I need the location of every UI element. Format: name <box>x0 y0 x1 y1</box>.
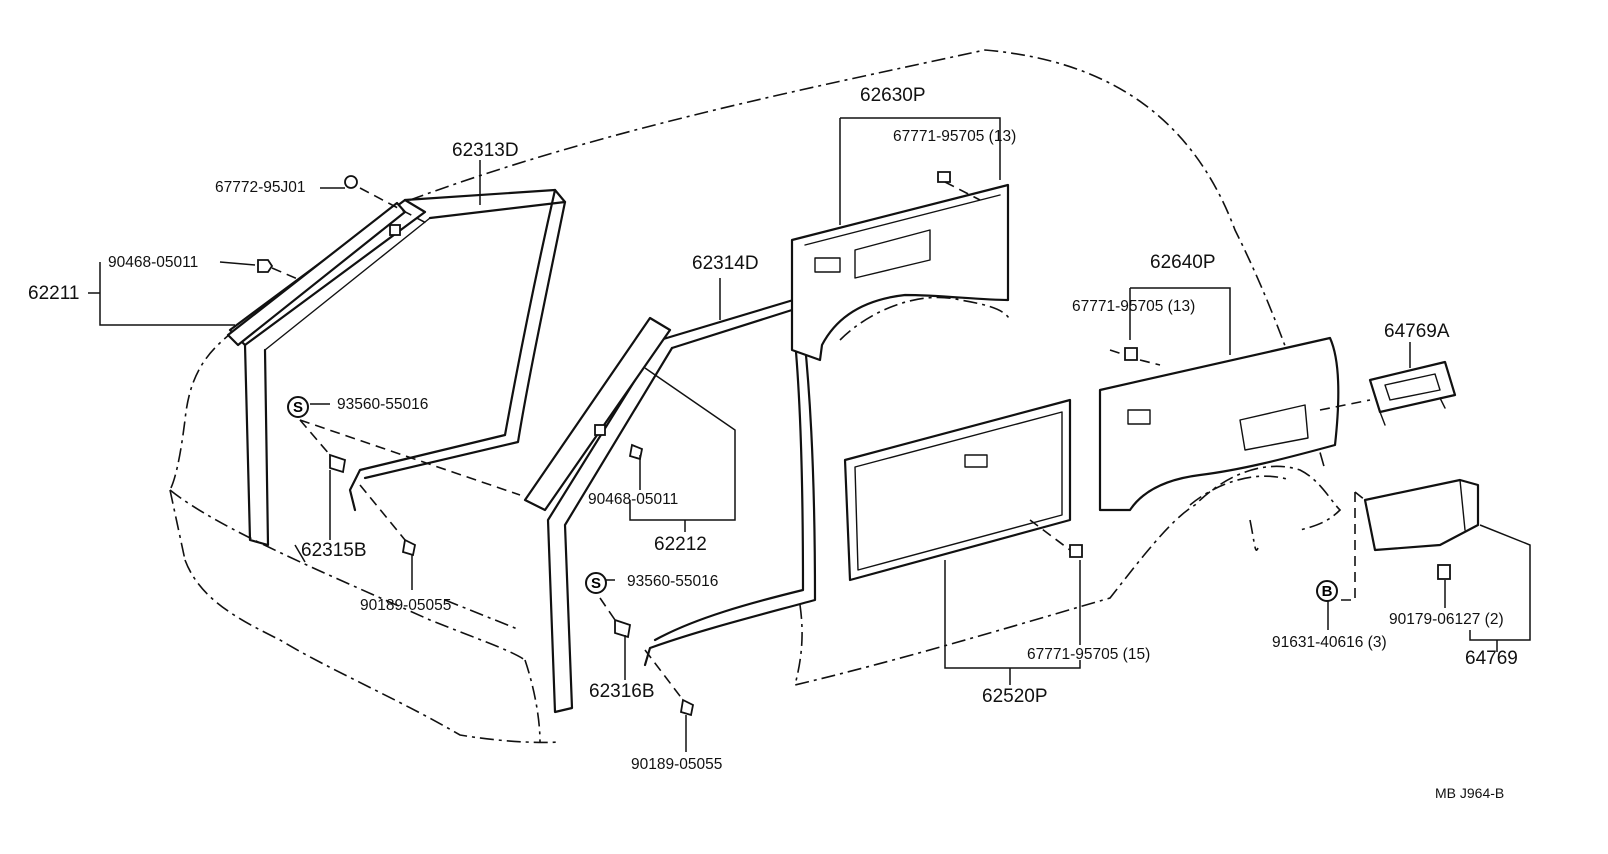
label-62630P: 62630P <box>860 85 926 106</box>
label-64769: 64769 <box>1465 648 1518 669</box>
label-62212: 62212 <box>654 534 707 555</box>
quarter-upper-panel-62630P <box>790 183 1010 362</box>
drawing-code: MB J964-B <box>1435 785 1505 801</box>
label-90468-05011-a: 90468-05011 <box>108 254 199 271</box>
symbol-b: B <box>1316 580 1338 602</box>
leader-lines <box>88 117 1531 752</box>
label-64769A: 64769A <box>1384 321 1450 342</box>
label-67772-95J01: 67772-95J01 <box>215 179 306 196</box>
label-67771-95705-a: 67771-95705 (13) <box>893 128 1017 145</box>
label-67771-95705-b: 67771-95705 (13) <box>1072 298 1196 315</box>
label-62211: 62211 <box>28 283 80 304</box>
label-90189-05055-a: 90189-05055 <box>360 597 452 614</box>
symbol-s-b: S <box>585 572 607 594</box>
label-93560-55016-b: 93560-55016 <box>627 573 719 590</box>
label-62316B: 62316B <box>589 681 655 702</box>
quarter-lower-panel-62640P <box>1098 336 1340 512</box>
label-90179-06127: 90179-06127 (2) <box>1389 611 1504 628</box>
windshield-weatherstrip-62313D <box>228 188 567 547</box>
center-pillar-garnish-62212 <box>523 316 672 512</box>
handle-64769A <box>1368 360 1457 426</box>
label-62520P: 62520P <box>982 686 1048 707</box>
label-62640P: 62640P <box>1150 252 1216 273</box>
label-62315B: 62315B <box>301 540 367 561</box>
symbol-s-a: S <box>287 396 309 418</box>
dashed-callouts <box>271 181 1371 701</box>
label-93560-55016-a: 93560-55016 <box>337 396 429 413</box>
door-weatherstrip-62314D <box>546 296 817 714</box>
label-62314D: 62314D <box>692 253 759 274</box>
label-91631-40616: 91631-40616 (3) <box>1272 634 1387 651</box>
label-67771-95705-c: 67771-95705 (15) <box>1027 646 1151 663</box>
front-pillar-garnish-62211 <box>226 201 407 347</box>
label-62313D: 62313D <box>452 140 519 161</box>
label-90189-05055-b: 90189-05055 <box>631 756 723 773</box>
side-panel-62520P <box>843 398 1072 582</box>
fasteners <box>257 171 1138 717</box>
body-outline <box>169 49 1342 744</box>
label-90468-05011-b: 90468-05011 <box>588 491 679 508</box>
bracket-64769 <box>1363 478 1480 580</box>
